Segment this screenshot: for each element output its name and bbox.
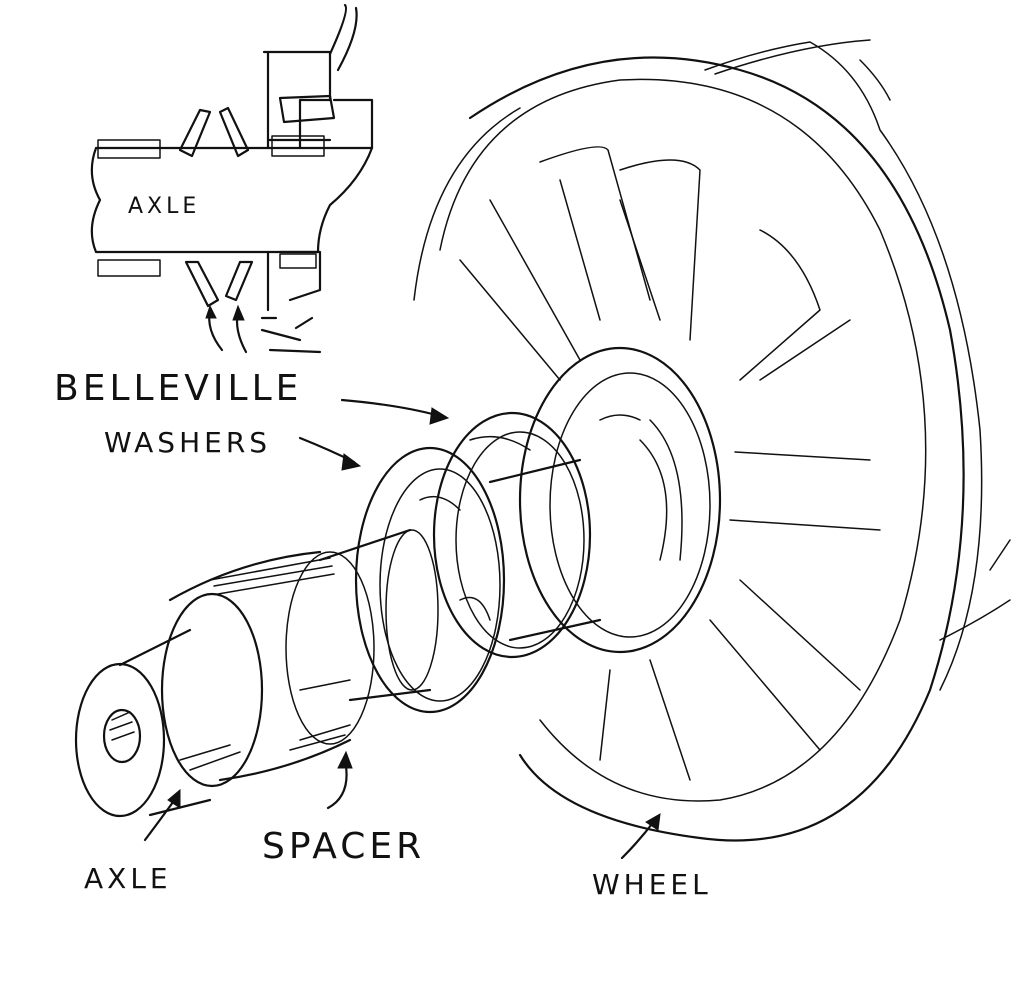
wheel-outer-rim xyxy=(468,56,965,842)
axle-end-hole xyxy=(102,708,142,764)
spacer-bottom-edge xyxy=(218,738,352,782)
belleville-washers xyxy=(354,411,592,714)
wheel xyxy=(413,39,1011,842)
axle-label: Axle xyxy=(84,862,172,895)
spacer-knurling xyxy=(209,557,351,751)
wheel-spoke-3 xyxy=(739,229,851,381)
inset-washer-bottom-right xyxy=(224,260,254,302)
wheel-spoke-1 xyxy=(539,146,651,321)
arrow-belleville-1 xyxy=(340,398,442,418)
inset-hub-ring xyxy=(278,94,336,124)
spacer-label: Spacer xyxy=(262,826,426,867)
belleville-label-line1: Belleville xyxy=(54,368,303,409)
spacer-front-face xyxy=(160,592,264,788)
inset-washer-bottom-left xyxy=(184,260,220,308)
wheel-hub-inner xyxy=(549,372,711,638)
axle-end-face xyxy=(74,662,166,818)
inset-washer-top-right xyxy=(218,106,250,158)
washer-rear xyxy=(432,411,592,659)
axle-shaft-mid xyxy=(318,528,432,702)
washer-front xyxy=(354,446,506,714)
wheel-back-lines xyxy=(714,39,1011,641)
inset-wheel-hub-top xyxy=(262,50,332,150)
wheel-spoke-5 xyxy=(709,579,861,751)
inset-wheel-hub-bottom xyxy=(260,250,322,354)
wheel-rim-edge xyxy=(413,41,983,691)
spacer-back-face xyxy=(285,551,375,745)
inset-axle-label: Axle xyxy=(128,194,201,219)
axle-shaft-mid-end xyxy=(385,529,439,691)
wheel-spoke-7 xyxy=(459,199,581,381)
washer-front-inner xyxy=(379,468,501,702)
inset-hub-bearing-bottom xyxy=(279,253,317,269)
wheel-hub-shading xyxy=(599,414,683,561)
spacer xyxy=(160,550,375,788)
wheel-inner-rim xyxy=(439,78,927,802)
wheel-label: Wheel xyxy=(592,868,712,901)
axle-shaft-rear xyxy=(488,458,602,642)
spacer-top-edge xyxy=(168,550,322,602)
inset-left-collar-bottom xyxy=(97,259,161,277)
wheel-spoke-4 xyxy=(729,451,881,531)
arrow-axle xyxy=(143,796,178,842)
wheel-spoke-6 xyxy=(599,659,691,781)
inset-cross-section xyxy=(90,3,374,354)
wheel-spoke-2 xyxy=(619,159,701,341)
label-arrows xyxy=(143,398,661,860)
wheel-hub-outer xyxy=(518,346,722,654)
belleville-label-line2: Washers xyxy=(104,426,272,459)
inset-hub-bearing-top xyxy=(271,135,325,157)
inset-wheel-web xyxy=(328,3,374,150)
inset-washer-top-left xyxy=(178,108,212,158)
inset-left-collar-top xyxy=(97,139,161,159)
axle xyxy=(74,458,602,818)
washer-rear-inner xyxy=(455,431,585,649)
